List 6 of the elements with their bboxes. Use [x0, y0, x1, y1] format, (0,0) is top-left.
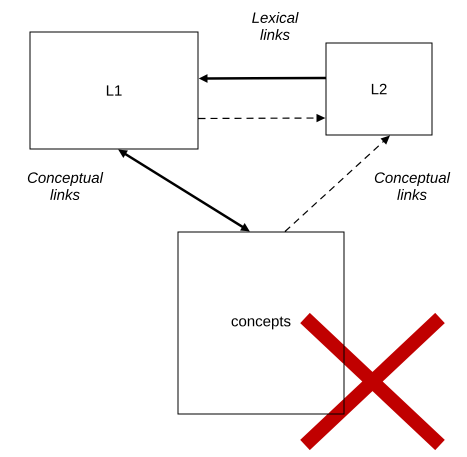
edge-label: Conceptual links — [374, 172, 450, 200]
box: concepts — [178, 232, 344, 414]
link-label: Lexical links — [252, 12, 299, 40]
box: L2 — [326, 42, 432, 136]
box: L1 — [30, 32, 198, 150]
edge-label: Conceptual links — [28, 172, 104, 200]
